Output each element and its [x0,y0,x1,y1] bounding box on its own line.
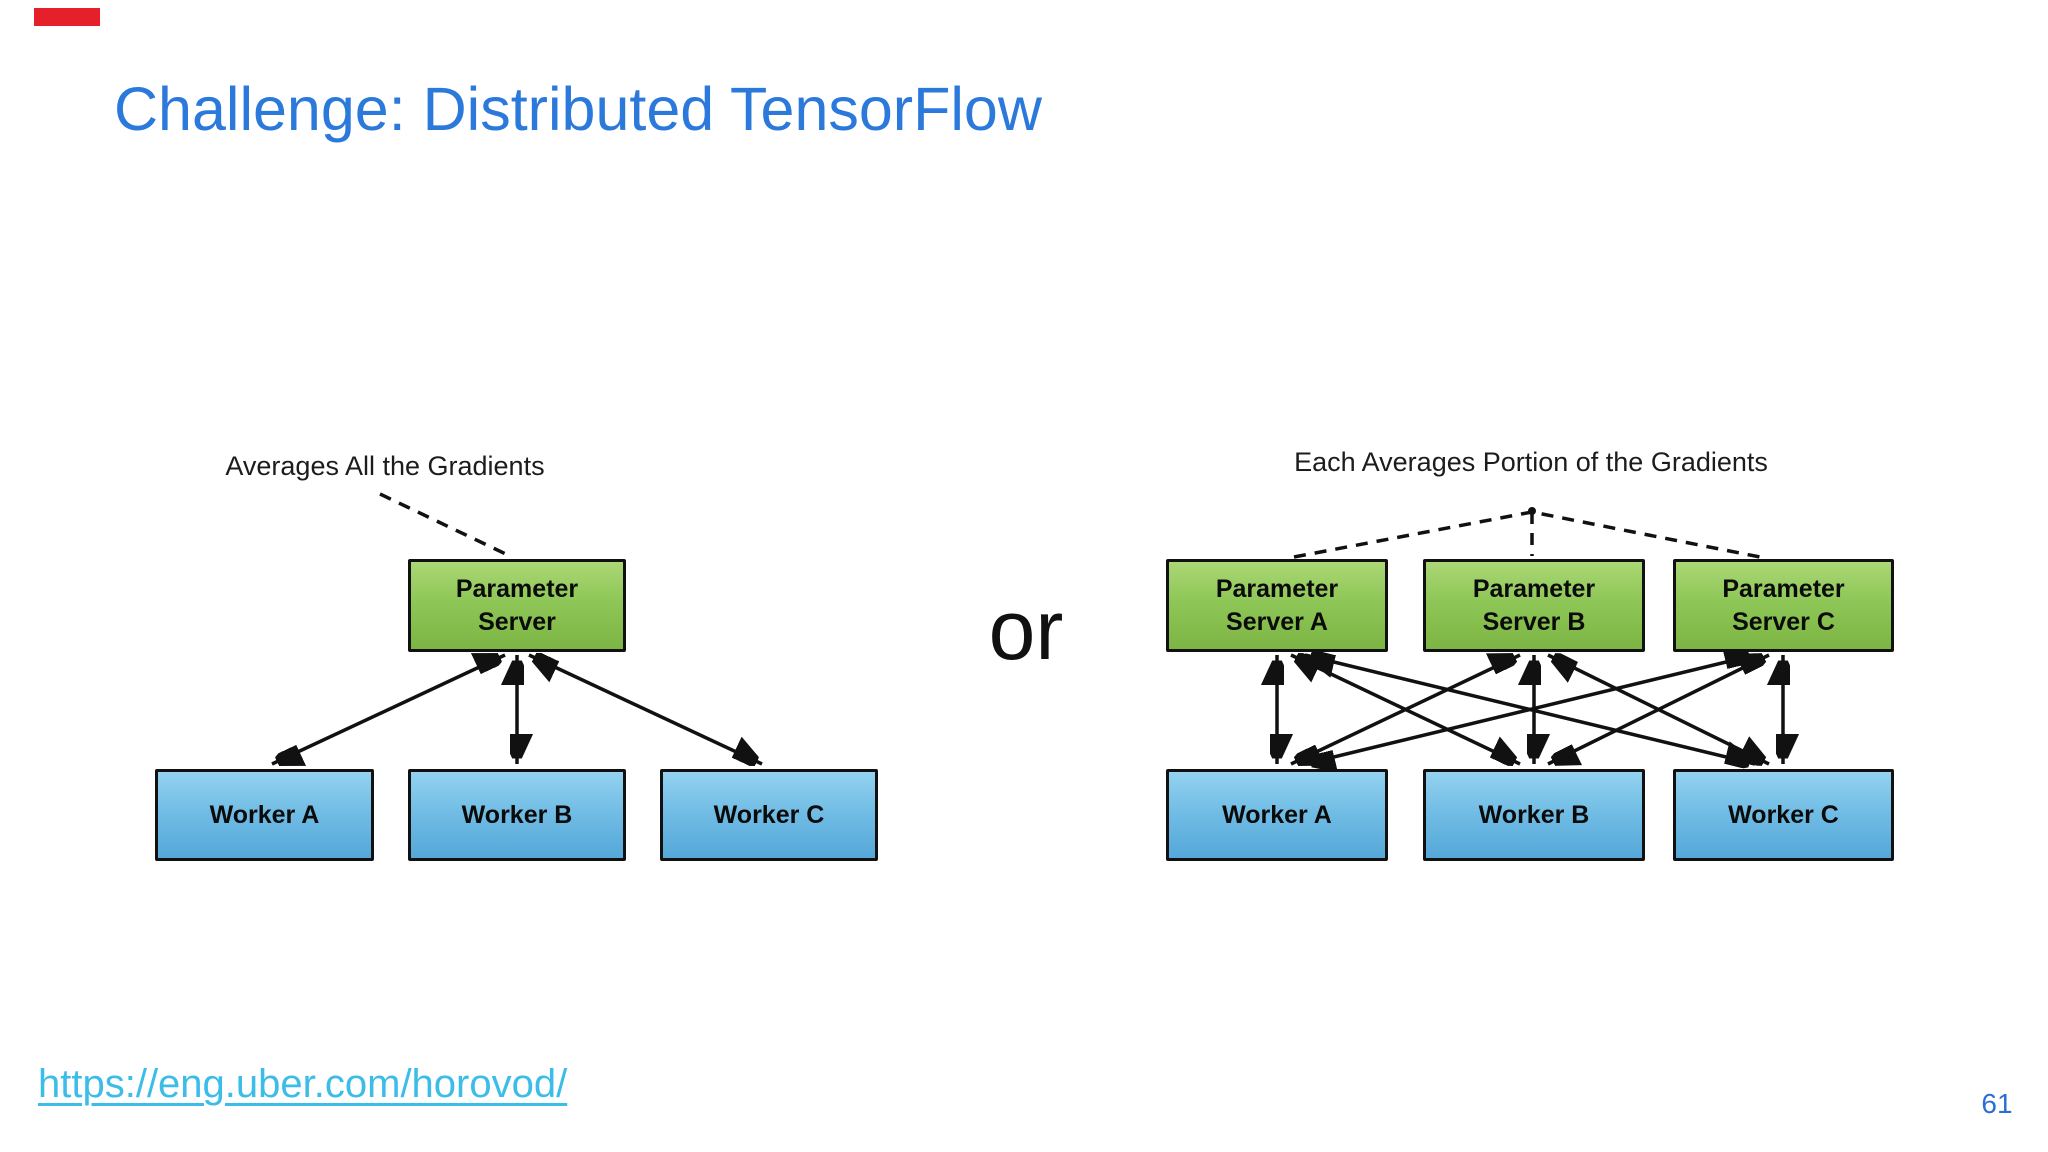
parameter-server-b-label: Parameter Server B [1472,574,1596,636]
parameter-server-label: Parameter Server [455,574,579,636]
worker-b-right-label: Worker B [1478,800,1590,829]
worker-a-node-right: Worker A [1166,769,1388,861]
worker-b-node: Worker B [408,769,626,861]
worker-c-label: Worker C [713,800,825,829]
worker-c-node-right: Worker C [1673,769,1894,861]
page-number: 61 [1981,1088,2013,1119]
parameter-server-c-label: Parameter Server C [1722,574,1845,636]
left-diagram-caption: Averages All the Gradients [225,451,545,481]
worker-a-right-label: Worker A [1222,800,1332,829]
worker-b-node-right: Worker B [1423,769,1645,861]
worker-a-label: Worker A [209,800,320,829]
worker-a-node: Worker A [155,769,374,861]
right-diagram-caption: Each Averages Portion of the Gradients [1294,447,1768,477]
recording-indicator [34,8,100,26]
parameter-server-a-label: Parameter Server A [1215,574,1339,636]
source-link[interactable]: https://eng.uber.com/horovod/ [38,1062,568,1106]
parameter-server-c-node: Parameter Server C [1673,559,1894,652]
parameter-server-a-node: Parameter Server A [1166,559,1388,652]
parameter-server-node: Parameter Server [408,559,626,652]
worker-c-node: Worker C [660,769,878,861]
slide-title: Challenge: Distributed TensorFlow [114,75,1042,143]
worker-b-label: Worker B [461,800,573,829]
parameter-server-b-node: Parameter Server B [1423,559,1645,652]
worker-c-right-label: Worker C [1728,800,1839,829]
or-label: or [988,583,1064,677]
